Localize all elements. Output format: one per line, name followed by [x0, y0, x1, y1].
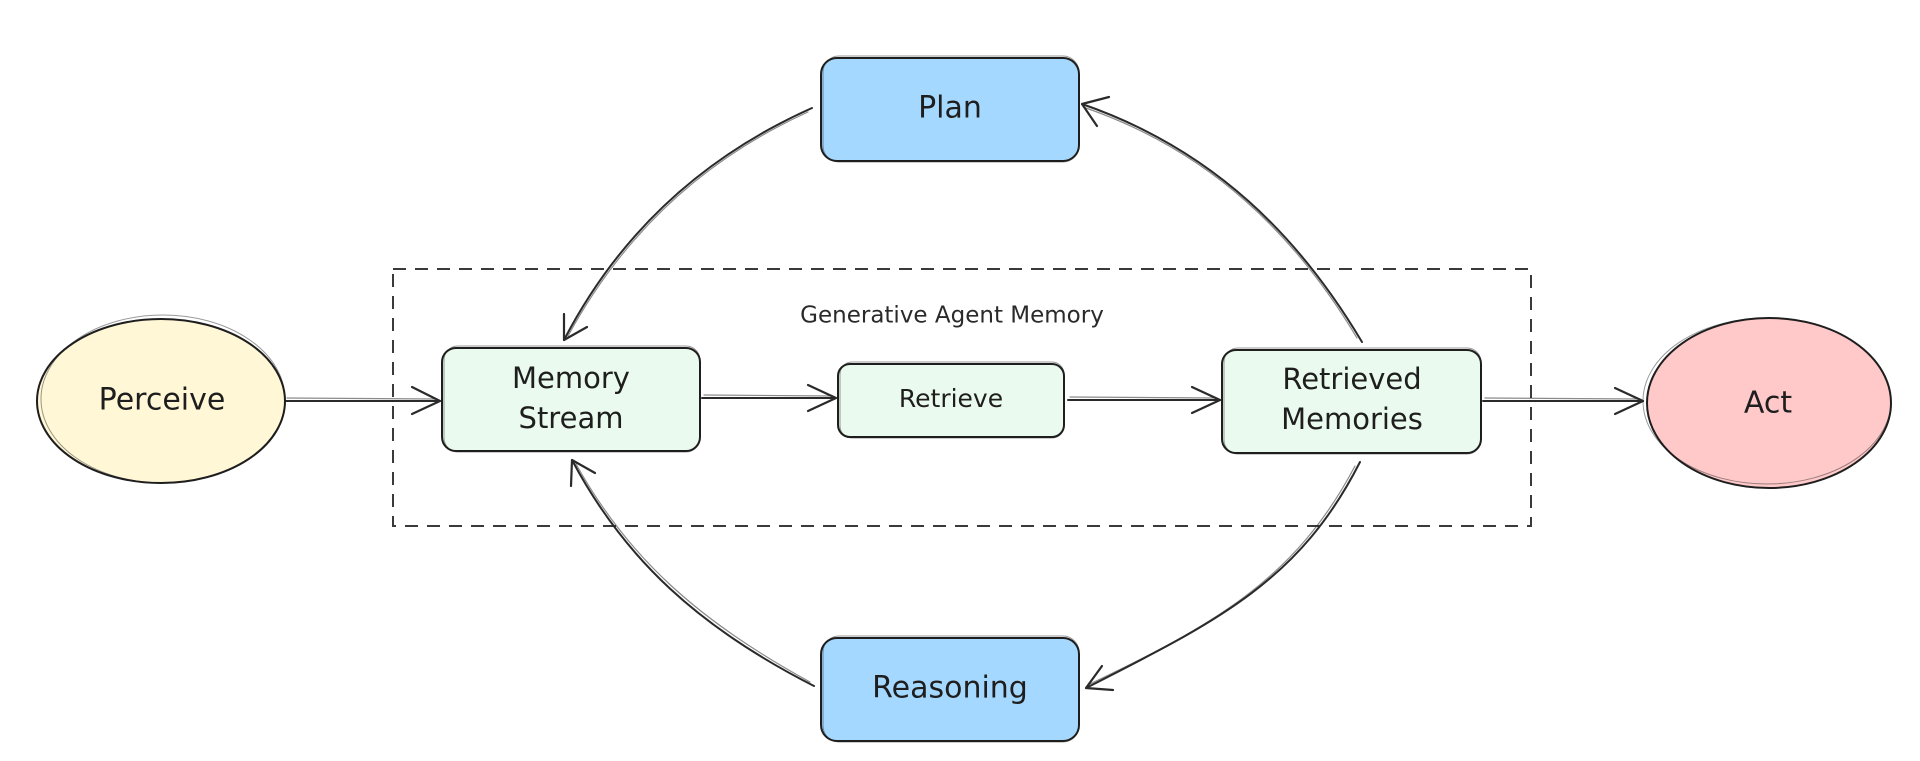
node-perceive-shape — [36, 318, 286, 484]
node-plan[interactable]: Plan — [820, 55, 1080, 163]
memory-group-label: Generative Agent Memory — [800, 303, 1104, 329]
node-act-sketch — [1642, 317, 1892, 485]
edge-retrieved-memories-to-reasoning — [1084, 461, 1361, 692]
node-memory-stream-line2: Stream — [519, 401, 624, 435]
edge-retrieved-memories-to-act — [1482, 386, 1645, 416]
node-memory-stream[interactable]: Memory Stream — [441, 345, 701, 453]
edge-plan-to-memory-stream — [562, 107, 813, 342]
node-reasoning-label: Reasoning — [872, 671, 1028, 706]
node-reasoning-shape — [820, 637, 1080, 742]
edges — [284, 95, 1645, 692]
node-plan-shape — [820, 57, 1080, 162]
node-memory-stream-shape — [441, 347, 701, 452]
edge-reasoning-to-memory-stream — [569, 458, 815, 687]
memory-group: Generative Agent Memory — [392, 268, 1532, 527]
node-reasoning[interactable]: Reasoning — [820, 635, 1080, 743]
edge-retrieve-to-retrieved-memories — [1067, 385, 1222, 415]
node-act-shape — [1646, 317, 1892, 489]
node-retrieved-memories-sketch — [1223, 347, 1482, 455]
edge-perceive-to-memory-stream — [284, 385, 442, 416]
node-memory-stream-line1: Memory — [512, 361, 630, 395]
edge-retrieved-memories-to-plan — [1080, 95, 1363, 343]
node-retrieve-label: Retrieve — [899, 384, 1003, 413]
node-retrieve[interactable]: Retrieve — [837, 361, 1065, 439]
memory-group-frame — [392, 268, 1532, 527]
node-retrieved-memories-line1: Retrieved — [1282, 362, 1421, 396]
node-reasoning-sketch — [822, 635, 1080, 743]
node-memory-stream-sketch — [443, 345, 701, 453]
node-retrieve-shape — [837, 363, 1065, 438]
node-perceive-label: Perceive — [99, 383, 226, 418]
node-plan-sketch — [822, 55, 1080, 163]
node-perceive-sketch — [40, 314, 286, 484]
nodes: Perceive Memory Stream Retrieve Retrieve… — [36, 55, 1892, 743]
node-act-label: Act — [1744, 386, 1792, 421]
node-retrieved-memories-shape — [1221, 349, 1482, 454]
node-perceive[interactable]: Perceive — [36, 314, 286, 484]
edge-memory-stream-to-retrieve — [701, 383, 838, 413]
node-act[interactable]: Act — [1642, 317, 1892, 489]
node-retrieved-memories-line2: Memories — [1281, 402, 1423, 436]
node-plan-label: Plan — [918, 91, 982, 126]
node-retrieve-sketch — [839, 361, 1065, 439]
node-retrieved-memories[interactable]: Retrieved Memories — [1221, 347, 1482, 455]
